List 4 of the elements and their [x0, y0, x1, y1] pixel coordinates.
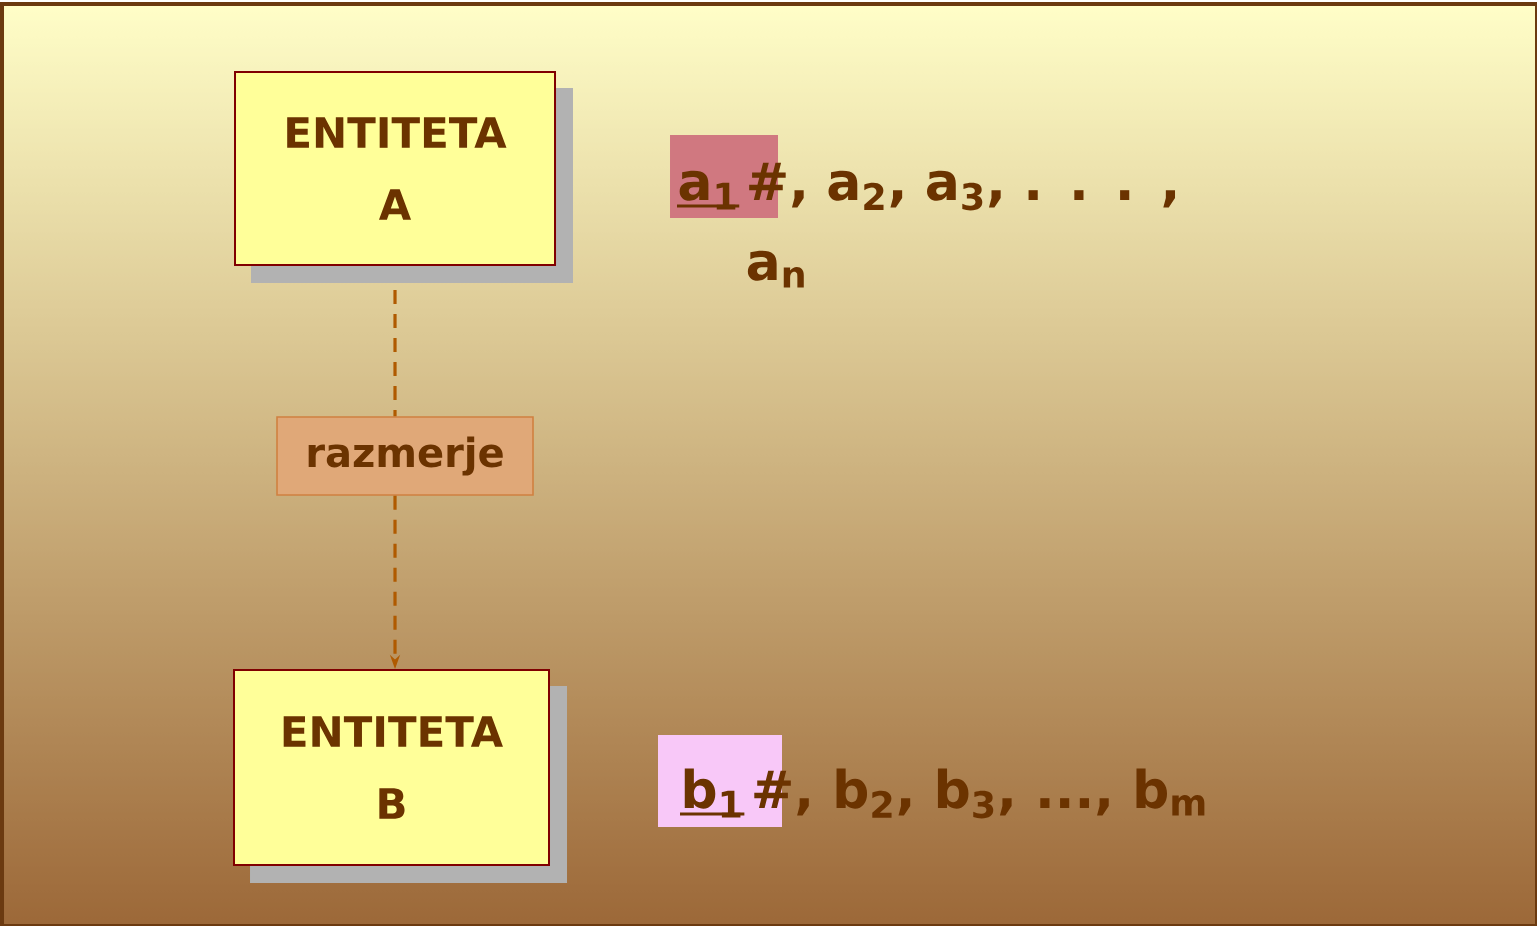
entity-box: ENTITETA B	[233, 669, 567, 883]
entity-box: ENTITETA A	[234, 71, 573, 283]
connector	[393, 290, 397, 417]
relationship-box: razmerje	[276, 416, 534, 496]
